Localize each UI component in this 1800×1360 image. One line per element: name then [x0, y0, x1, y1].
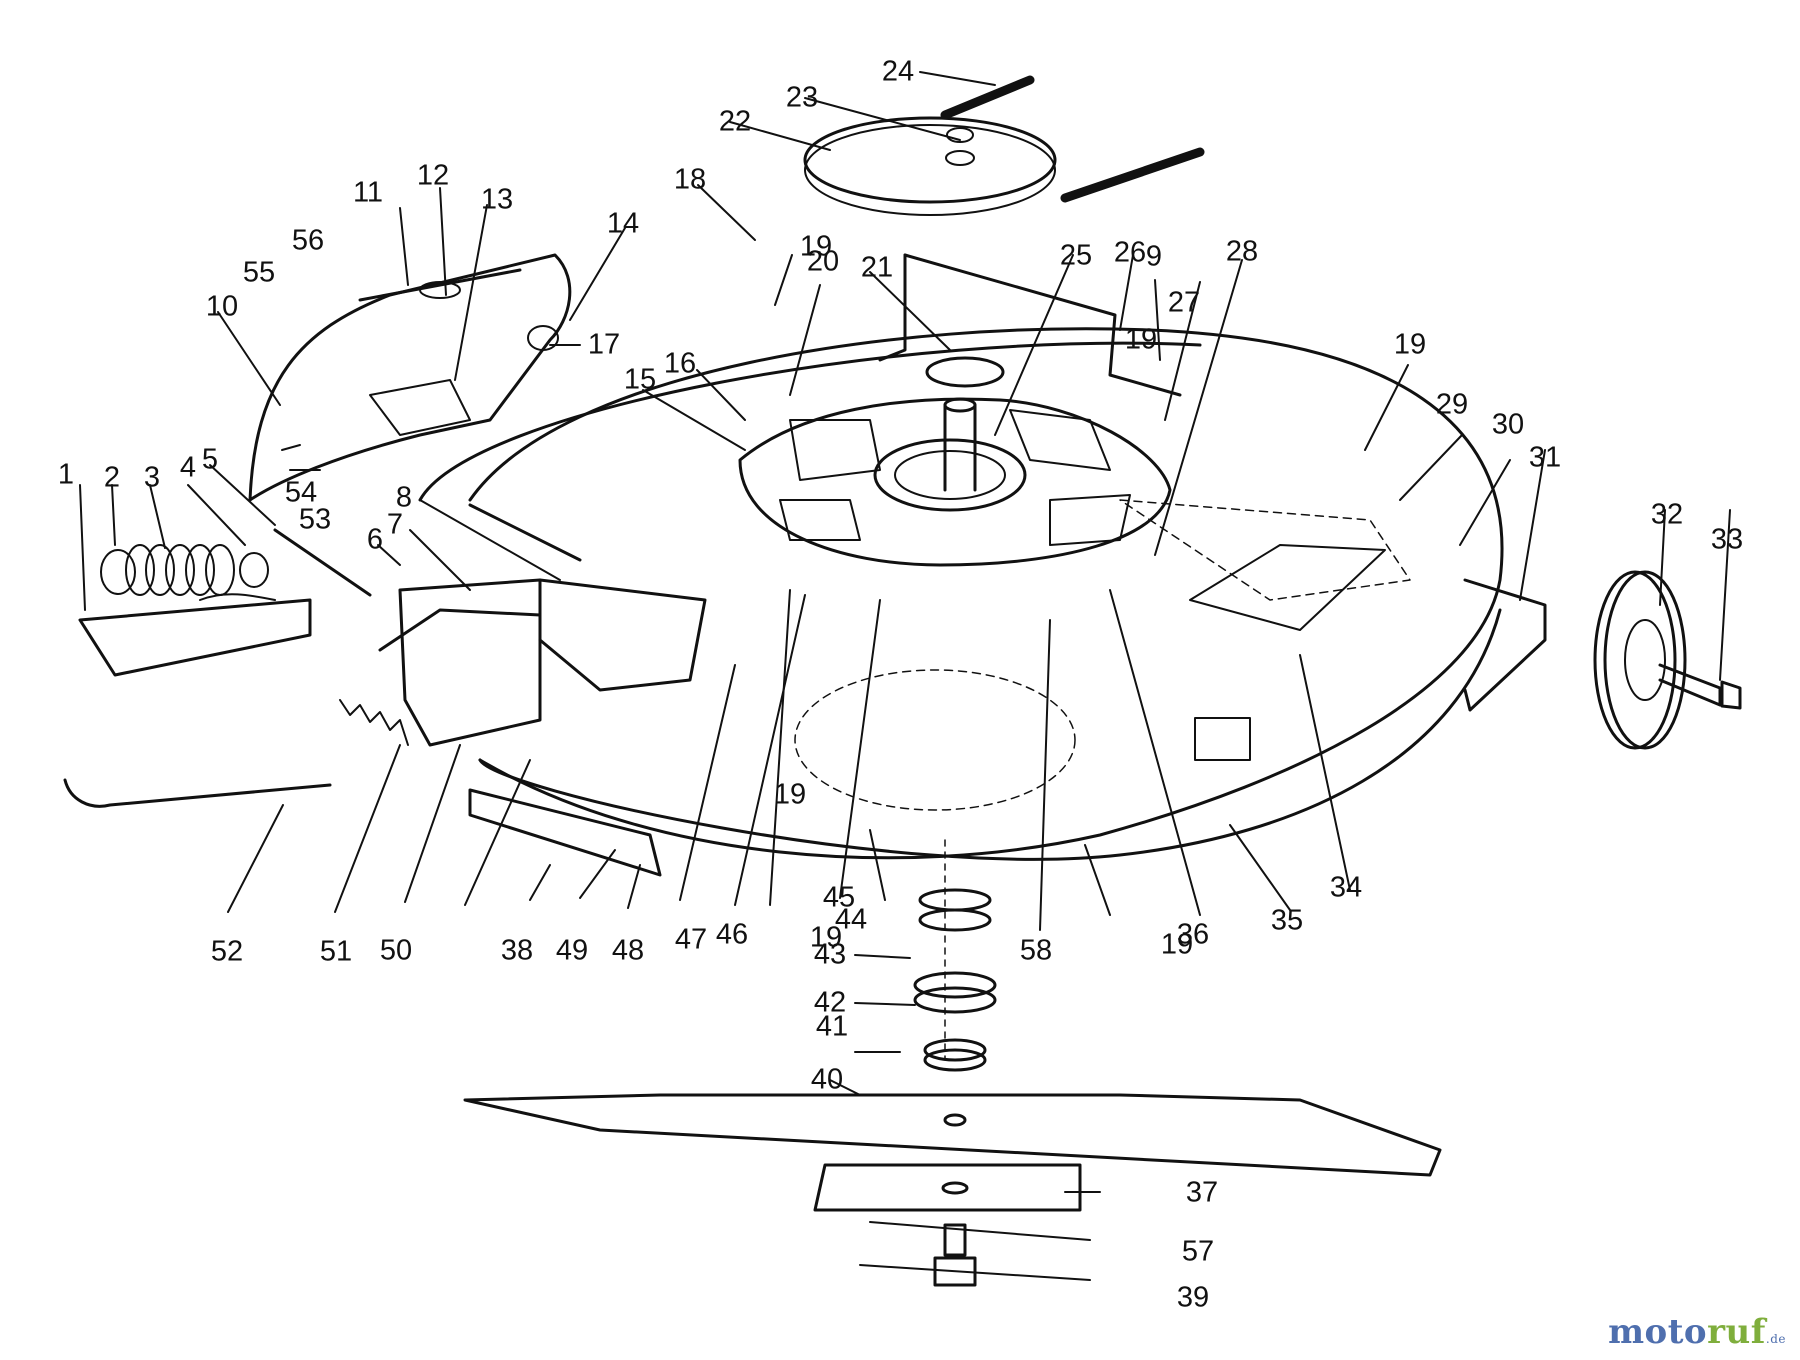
- callout-11: 11: [352, 176, 384, 209]
- watermark-part-3: .de: [1765, 1332, 1786, 1346]
- watermark-part-2: ruf: [1707, 1312, 1766, 1352]
- gauge-wheel: [1463, 570, 1687, 750]
- callout-22: 22: [718, 105, 752, 138]
- callout-19: 19: [1393, 328, 1427, 361]
- callout-3: 3: [143, 461, 161, 494]
- callout-54: 54: [284, 476, 318, 509]
- callout-5: 5: [201, 443, 219, 476]
- callout-52: 52: [210, 935, 244, 968]
- extension-spring: [339, 699, 409, 746]
- site-watermark: motoruf.de: [1608, 1312, 1786, 1352]
- discharge-chute: [248, 253, 572, 502]
- warning-decal: [1189, 544, 1386, 631]
- callout-14: 14: [606, 207, 640, 240]
- wheel-bolt: [1658, 663, 1742, 710]
- callout-19: 19: [809, 921, 843, 954]
- callout-26: 26: [1113, 236, 1147, 269]
- callout-32: 32: [1650, 498, 1684, 531]
- callout-45: 45: [822, 881, 856, 914]
- callout-29: 29: [1435, 388, 1469, 421]
- callout-42: 42: [813, 986, 847, 1019]
- callout-31: 31: [1528, 441, 1562, 474]
- callout-55: 55: [242, 256, 276, 289]
- callout-13: 13: [480, 183, 514, 216]
- callout-7: 7: [386, 508, 404, 541]
- callout-35: 35: [1270, 904, 1304, 937]
- deck-hitch-bracket: [78, 578, 707, 747]
- callout-15: 15: [623, 363, 657, 396]
- callout-58: 58: [1019, 934, 1053, 967]
- callout-19: 19: [1160, 928, 1194, 961]
- callout-40: 40: [810, 1063, 844, 1096]
- callout-6: 6: [366, 523, 384, 556]
- callout-1: 1: [57, 458, 75, 491]
- mower-deck-housing: [418, 327, 1504, 861]
- link-rods: [63, 503, 582, 808]
- callout-20: 20: [806, 245, 840, 278]
- callout-8: 8: [395, 481, 413, 514]
- callout-27: 27: [1167, 286, 1201, 319]
- callout-43: 43: [813, 938, 847, 971]
- callout-10: 10: [205, 290, 239, 323]
- callout-53: 53: [298, 503, 332, 536]
- callout-46: 46: [715, 918, 749, 951]
- callout-9: 9: [1145, 240, 1163, 273]
- callout-28: 28: [1225, 235, 1259, 268]
- callout-19: 19: [773, 778, 807, 811]
- callout-19: 19: [1124, 323, 1158, 356]
- callout-24: 24: [881, 55, 915, 88]
- spindle-pulley: [803, 116, 1057, 216]
- callout-57: 57: [1181, 1235, 1215, 1268]
- callout-4: 4: [179, 451, 197, 484]
- callout-12: 12: [416, 159, 450, 192]
- callout-16: 16: [663, 347, 697, 380]
- callout-21: 21: [860, 251, 894, 284]
- callout-49: 49: [555, 934, 589, 967]
- callout-2: 2: [103, 461, 121, 494]
- callout-17: 17: [587, 328, 621, 361]
- blade-path-outline: [794, 499, 1411, 811]
- callout-25: 25: [1059, 239, 1093, 272]
- watermark-part-1: moto: [1608, 1312, 1708, 1352]
- callout-51: 51: [319, 935, 353, 968]
- callout-18: 18: [673, 163, 707, 196]
- belt-guide-wire: [878, 253, 1182, 397]
- callout-50: 50: [379, 934, 413, 967]
- callout-23: 23: [785, 81, 819, 114]
- callout-39: 39: [1176, 1281, 1210, 1314]
- compression-spring: [100, 544, 269, 596]
- callout-19: 19: [799, 230, 833, 263]
- callout-38: 38: [500, 934, 534, 967]
- callout-48: 48: [611, 934, 645, 967]
- callout-47: 47: [674, 923, 708, 956]
- callout-30: 30: [1491, 408, 1525, 441]
- callout-37: 37: [1185, 1176, 1219, 1209]
- callout-34: 34: [1329, 871, 1363, 904]
- mower-blade: [463, 1093, 1442, 1177]
- callout-33: 33: [1710, 523, 1744, 556]
- callout-36: 36: [1176, 918, 1210, 951]
- blade-adapter: [813, 1163, 1082, 1212]
- drive-belt: [940, 75, 1205, 203]
- callout-56: 56: [291, 224, 325, 257]
- callout-44: 44: [834, 903, 868, 936]
- spindle-housing: [925, 356, 1005, 492]
- leader-lines: [79, 71, 1731, 1281]
- callout-41: 41: [815, 1010, 849, 1043]
- spindle-mounting-plate: [738, 397, 1172, 567]
- spindle-stack: [913, 839, 997, 1072]
- deck-baffle: [468, 788, 662, 877]
- blade-bolt: [933, 1223, 977, 1287]
